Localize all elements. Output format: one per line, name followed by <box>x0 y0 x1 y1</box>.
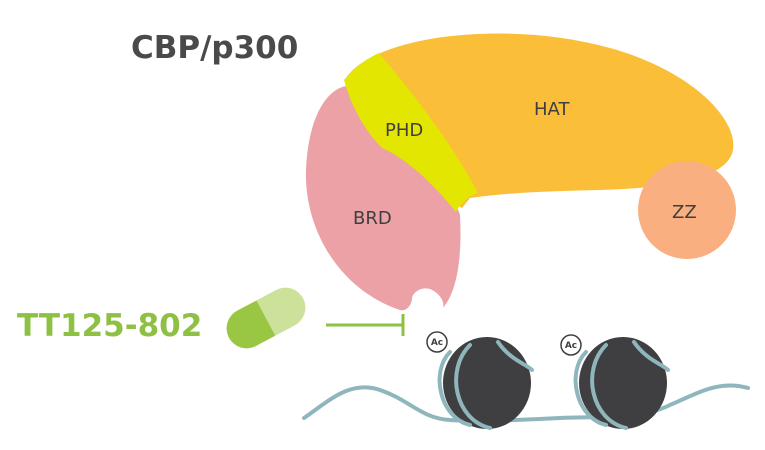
zz-label: ZZ <box>672 202 697 223</box>
acetyl-label-1: Ac <box>431 338 443 348</box>
zz-domain <box>638 161 736 259</box>
hat-label: HAT <box>534 99 570 120</box>
capsule-icon <box>226 287 306 349</box>
brd-label: BRD <box>353 208 392 229</box>
acetyl-mark-2: Ac <box>560 334 582 356</box>
phd-domain <box>344 53 478 212</box>
phd-label: PHD <box>385 120 423 141</box>
nucleosome-1 <box>437 337 534 430</box>
acetyl-label-2: Ac <box>565 341 577 351</box>
brd-domain <box>305 86 461 311</box>
inhibition-arrow <box>326 314 405 336</box>
drug-label: TT125-802 <box>17 308 202 344</box>
diagram-title: CBP/p300 <box>131 30 298 66</box>
acetyl-mark-1: Ac <box>426 331 448 353</box>
nucleosome-2 <box>573 337 670 430</box>
